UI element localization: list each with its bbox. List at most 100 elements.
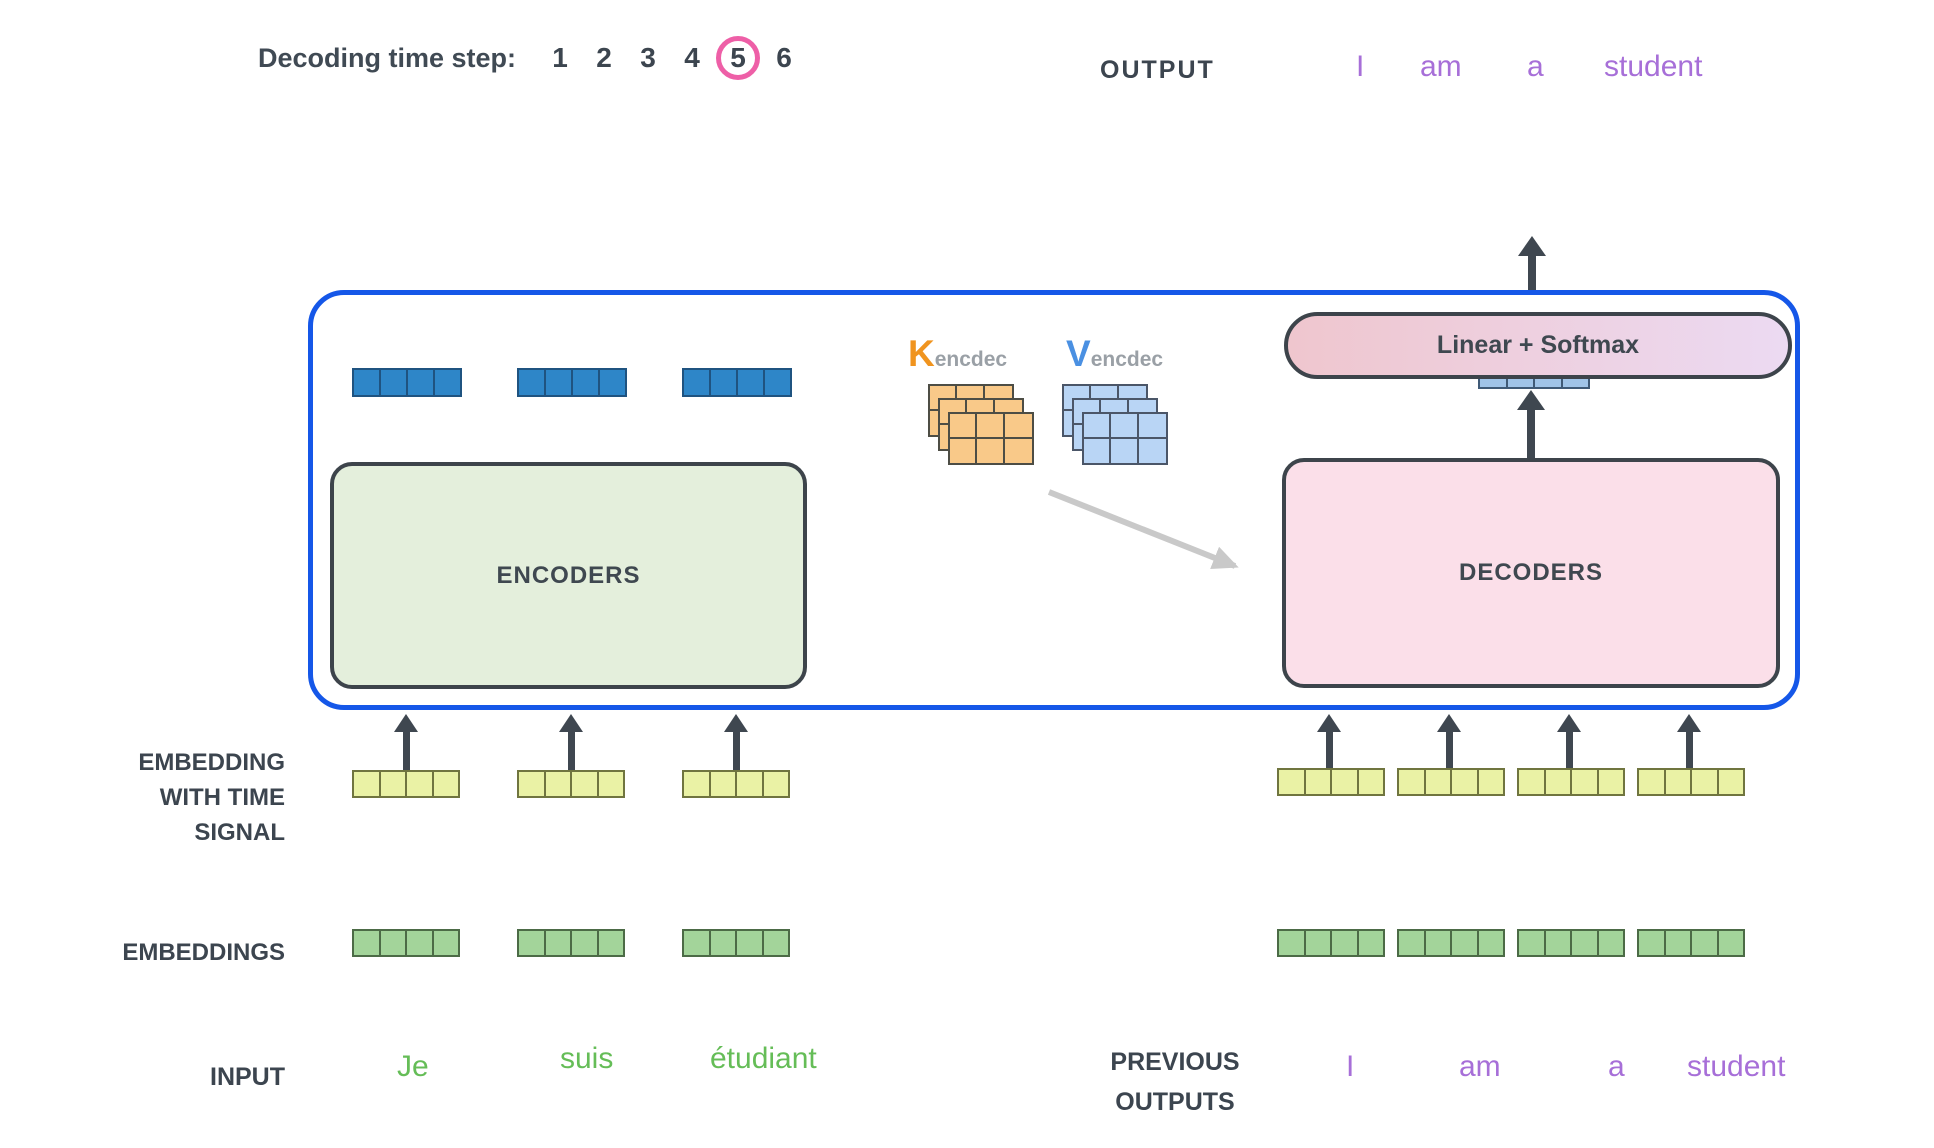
embedding-vector bbox=[682, 929, 790, 957]
output-token: am bbox=[1420, 50, 1462, 83]
embedding-arrow bbox=[1677, 714, 1701, 768]
step-1: 1 bbox=[552, 42, 568, 73]
output-token: a bbox=[1527, 50, 1544, 83]
arrow-head bbox=[1437, 714, 1461, 732]
matrix-cell bbox=[1139, 439, 1166, 464]
arrow-head bbox=[1518, 236, 1546, 256]
vector-cell bbox=[1359, 931, 1384, 955]
input-token: Je bbox=[397, 1050, 429, 1083]
k-letter: K bbox=[908, 333, 935, 374]
arrow-stem bbox=[1325, 732, 1333, 768]
vector-cell bbox=[1599, 931, 1624, 955]
vector-cell bbox=[1535, 375, 1563, 387]
vector-cell bbox=[599, 772, 624, 796]
matrix-cell bbox=[1004, 414, 1032, 439]
previous-output-token: a bbox=[1608, 1050, 1625, 1083]
time-signal-vector bbox=[517, 770, 625, 798]
label-line: SIGNAL bbox=[194, 819, 285, 846]
vector-cell bbox=[435, 370, 460, 395]
matrix-cell bbox=[1005, 439, 1032, 464]
output-label: OUTPUT bbox=[1100, 56, 1215, 84]
vector-cell bbox=[1479, 931, 1504, 955]
vector-cell bbox=[572, 931, 599, 955]
embedding-with-time-signal-label: EMBEDDING WITH TIME SIGNAL bbox=[70, 745, 285, 850]
arrow-head bbox=[1517, 390, 1545, 410]
step-5-current: 5 bbox=[716, 36, 761, 80]
arrow-stem bbox=[1527, 410, 1535, 458]
matrix-cell bbox=[950, 414, 978, 439]
embedding-vector bbox=[1517, 929, 1625, 957]
vector-cell bbox=[684, 931, 711, 955]
vector-cell bbox=[765, 370, 790, 395]
vector-cell bbox=[1719, 770, 1744, 794]
time-signal-vector bbox=[1637, 768, 1745, 796]
embedding-vector bbox=[1277, 929, 1385, 957]
vector-cell bbox=[354, 931, 381, 955]
arrow-stem bbox=[402, 732, 410, 770]
matrix-cell bbox=[1084, 438, 1112, 463]
k-subscript: encdec bbox=[934, 348, 1008, 371]
vector-cell bbox=[407, 772, 434, 796]
embedding-arrow bbox=[1317, 714, 1341, 768]
encoder-output-vector bbox=[682, 368, 792, 397]
vector-cell bbox=[1399, 770, 1426, 794]
arrow-head bbox=[724, 714, 748, 732]
vector-cell bbox=[711, 370, 738, 395]
step-3: 3 bbox=[640, 42, 656, 73]
matrix-cell bbox=[1111, 414, 1139, 439]
decoders-block: DECODERS bbox=[1282, 458, 1780, 688]
vector-cell bbox=[764, 931, 789, 955]
vector-cell bbox=[1306, 931, 1332, 955]
vector-cell bbox=[381, 370, 408, 395]
vector-cell bbox=[1546, 931, 1572, 955]
arrow-head bbox=[1677, 714, 1701, 732]
arrow-head bbox=[1557, 714, 1581, 732]
vector-cell bbox=[1426, 770, 1452, 794]
vector-cell bbox=[738, 370, 765, 395]
vector-cell bbox=[1359, 770, 1384, 794]
decoding-time-step-label: Decoding time step: bbox=[258, 42, 517, 73]
arrow-stem bbox=[732, 732, 740, 770]
vector-cell bbox=[1480, 375, 1508, 387]
vector-cell bbox=[1599, 770, 1624, 794]
time-signal-vector bbox=[1277, 768, 1385, 796]
output-token: I bbox=[1356, 50, 1365, 83]
linear-softmax-block: Linear + Softmax bbox=[1284, 312, 1792, 379]
vector-cell bbox=[711, 931, 737, 955]
vector-cell bbox=[737, 772, 764, 796]
input-label: INPUT bbox=[210, 1063, 285, 1091]
embedding-arrow bbox=[559, 714, 583, 770]
vector-cell bbox=[408, 370, 435, 395]
label-line: WITH TIME bbox=[159, 784, 285, 811]
vector-cell bbox=[1479, 770, 1504, 794]
vector-cell bbox=[1692, 770, 1719, 794]
kv-to-decoder-arrow bbox=[1047, 489, 1239, 570]
arrow-stem bbox=[1445, 732, 1453, 768]
vector-cell bbox=[381, 772, 407, 796]
input-token: étudiant bbox=[710, 1042, 817, 1075]
embedding-arrow bbox=[1437, 714, 1461, 768]
vector-cell bbox=[1639, 770, 1666, 794]
time-signal-vector bbox=[682, 770, 790, 798]
embedding-vector bbox=[517, 929, 625, 957]
vector-cell bbox=[1719, 931, 1744, 955]
v-subscript: encdec bbox=[1090, 348, 1164, 371]
vector-cell bbox=[1666, 770, 1692, 794]
vector-cell bbox=[434, 772, 459, 796]
encoders-block: ENCODERS bbox=[330, 462, 807, 689]
encoder-output-vector bbox=[352, 368, 462, 397]
matrix-cell bbox=[1084, 414, 1112, 439]
vector-cell bbox=[1306, 770, 1332, 794]
vector-cell bbox=[1692, 931, 1719, 955]
step-4: 4 bbox=[684, 42, 700, 73]
arrow-stem bbox=[567, 732, 575, 770]
decoder-to-softmax-arrow bbox=[1517, 390, 1545, 458]
embedding-arrow bbox=[394, 714, 418, 770]
embedding-vector bbox=[352, 929, 460, 957]
vector-cell bbox=[546, 931, 572, 955]
vector-cell bbox=[407, 931, 434, 955]
vector-cell bbox=[764, 772, 789, 796]
matrix-cell bbox=[950, 438, 978, 463]
vector-cell bbox=[599, 931, 624, 955]
